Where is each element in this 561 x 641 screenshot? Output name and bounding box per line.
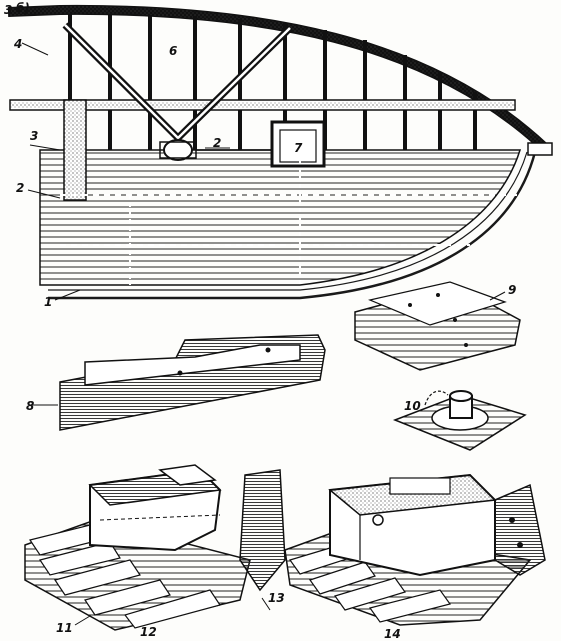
label-7: 7 (294, 141, 303, 155)
label-13: 13 (268, 591, 285, 605)
panel-letter: б) (16, 1, 30, 15)
label-4: 4 (13, 37, 22, 51)
plank-lap-detail (354, 281, 521, 371)
callout-labels: 3 б) 4 6 3 2 7 2 1 9 8 10 11 12 13 14 (4, 1, 516, 641)
winch-drum (163, 139, 193, 161)
plank-joint-detail (30, 334, 326, 431)
label-10: 10 (404, 399, 421, 413)
hull-plank-bottom (39, 149, 522, 286)
label-1: 1 (44, 295, 52, 309)
label-2-mid: 2 (213, 136, 221, 150)
label-3-top: 3 (4, 3, 12, 17)
label-8: 8 (26, 399, 34, 413)
diagonal-braces (62, 22, 293, 141)
label-6: 6 (169, 44, 177, 58)
label-3-left: 3 (30, 129, 38, 143)
bitt-detail (392, 390, 527, 451)
label-2-left: 2 (16, 181, 24, 195)
engine-foundation-metal (284, 473, 546, 626)
hull-framework (7, 4, 553, 301)
label-14: 14 (384, 627, 401, 641)
engine-foundation-wood (24, 464, 286, 631)
label-9: 9 (508, 283, 516, 297)
label-11: 11 (56, 621, 73, 635)
keel-curve (48, 151, 537, 300)
vertical-frames (68, 14, 477, 150)
label-12: 12 (140, 625, 157, 639)
